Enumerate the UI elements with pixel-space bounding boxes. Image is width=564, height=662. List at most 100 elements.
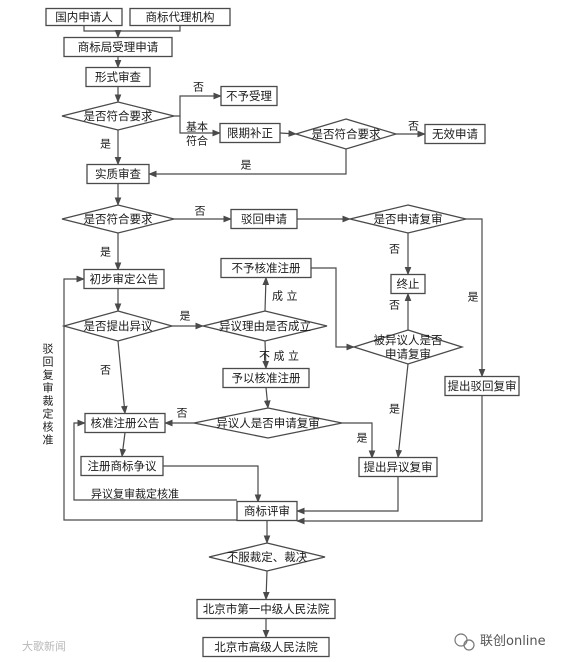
opponent-review-q-decision: 异议人是否申请复审 (193, 407, 343, 439)
edge-label-check3-yes: 是 (100, 246, 111, 259)
apply-review-q-label: 是否申请复审 (374, 212, 443, 226)
edge-label-opposed-q-yes: 是 (389, 403, 400, 416)
edge-opposed-q-yes (395, 363, 409, 459)
meets-req-2-label: 是否符合要求 (312, 127, 381, 141)
edge-board-opposition-approve (73, 419, 237, 501)
not-approve-reg-label: 不予核准注册 (232, 261, 301, 275)
edge-grounds-holds (262, 276, 270, 312)
meets-req-1-label: 是否符合要求 (84, 109, 153, 123)
svg-text:裁: 裁 (43, 395, 54, 408)
approve-reg-node: 予以核准注册 (222, 367, 310, 389)
opposition-q-label: 是否提出异议 (84, 319, 153, 333)
edge-check1-no (174, 92, 222, 117)
edge-prelim-to-opposition-q (114, 287, 125, 312)
opposition-q-decision: 是否提出异议 (61, 310, 175, 342)
edge-disagree-to-court1 (262, 570, 270, 601)
opposed-party-review-q-label-line-2: 申请复审 (385, 347, 431, 361)
edge-opposition-review-to-board (296, 476, 399, 515)
rejected-node: 驳回申请 (230, 208, 298, 230)
opposition-grounds-q-label: 异议理由是否成立 (219, 319, 311, 333)
edge-label-review-q-no: 否 (389, 243, 400, 256)
approve-reg-announce-node: 核准注册公告 (84, 412, 166, 434)
edge-correction-to-check2 (279, 130, 297, 137)
edge-dispute-to-review (163, 465, 262, 503)
edge-opponent-q-yes (342, 422, 376, 459)
review-board-label: 商标评审 (244, 504, 290, 518)
approve-reg-label: 予以核准注册 (232, 371, 301, 385)
edge-check1-basic (179, 116, 221, 137)
wechat-icon (454, 633, 475, 651)
review-board-node: 商标评审 (236, 500, 298, 522)
edge-review-q-yes (466, 218, 486, 378)
disagree-ruling-label: 不服裁定、裁决 (227, 550, 308, 564)
apply-review-q-decision: 是否申请复审 (349, 204, 467, 234)
domestic-applicant-label: 国内申请人 (55, 10, 113, 24)
meets-req-2-decision: 是否符合要求 (293, 118, 399, 150)
edge-not-approve-to-opposed-q (311, 267, 355, 351)
formal-exam-label: 形式审查 (95, 70, 141, 84)
substantive-exam-node: 实质审查 (86, 163, 150, 185)
edge-announce-to-dispute (119, 432, 127, 458)
edge-opposition-no (117, 340, 128, 415)
rejected-label: 驳回申请 (241, 212, 287, 226)
domestic-applicant-node: 国内申请人 (45, 7, 123, 27)
edge-agency-to-merge (118, 25, 181, 32)
edge-label-opponent-q-no: 否 (177, 407, 188, 420)
svg-text:回: 回 (43, 356, 54, 369)
submit-opposition-review-node: 提出异议复审 (358, 456, 438, 478)
svg-text:准: 准 (43, 434, 54, 447)
not-approve-reg-node: 不予核准注册 (220, 257, 312, 279)
edge-label-check1-yes: 是 (100, 138, 111, 151)
substantive-exam-label: 实质审查 (95, 167, 141, 181)
edge-grounds-not-holds (262, 340, 270, 370)
opponent-review-q-label: 异议人是否申请复审 (216, 416, 320, 430)
terminate-label: 终止 (397, 277, 420, 291)
flowchart-edges (63, 25, 486, 639)
not-accepted-node: 不予受理 (220, 85, 278, 107)
prelim-announce-node: 初步审定公告 (83, 268, 165, 290)
office-accept-node: 商标局受理申请 (63, 36, 173, 58)
svg-text:定: 定 (43, 407, 54, 421)
edge-label-check3-no: 否 (195, 205, 206, 218)
svg-text:复: 复 (43, 368, 54, 382)
edge-label-grounds-not-holds: 不 成 立 (259, 349, 299, 363)
edge-rejection-review-to-board (296, 395, 483, 525)
edge-label-basic-2: 符合 (186, 134, 208, 148)
edge-label-opposition-yes: 是 (180, 310, 191, 323)
meets-req-3-decision: 是否符合要求 (61, 204, 175, 234)
court-1-label: 北京市第一中级人民法院 (203, 602, 330, 616)
deadline-correction-label: 限期补正 (227, 126, 273, 140)
edge-label-opposed-q-no: 否 (389, 299, 400, 312)
edge-label-check2-no: 否 (408, 120, 419, 133)
opposed-party-review-q-label-line-1: 被异议人是否 (374, 333, 443, 347)
edge-label-check2-yes: 是 (241, 159, 252, 172)
watermark-left-text: 大歌新闻 (22, 639, 66, 653)
approve-reg-announce-label: 核准注册公告 (91, 416, 160, 430)
agency-label: 商标代理机构 (146, 10, 215, 24)
court-1-node: 北京市第一中级人民法院 (196, 598, 336, 620)
deadline-correction-node: 限期补正 (219, 122, 281, 144)
meets-req-1-decision: 是否符合要求 (61, 101, 175, 131)
meets-req-3-label: 是否符合要求 (84, 212, 153, 226)
terminate-node: 终止 (390, 273, 426, 295)
edge-label-review-q-yes: 是 (468, 291, 479, 304)
watermarks: 大歌新闻 联创online (22, 633, 546, 653)
edge-board-rejection-approve (63, 275, 237, 521)
invalid-application-label: 无效申请 (432, 127, 478, 141)
court-2-label: 北京市高级人民法院 (214, 640, 318, 654)
edge-label-grounds-holds: 成 立 (272, 289, 298, 303)
prelim-announce-label: 初步审定公告 (90, 272, 159, 286)
flowchart-edge-labels: 否基本符合否是是否是否是是否成 立不 成 立否是否是异议复审裁定核准驳回复审裁定… (43, 81, 479, 501)
edge-label-check1-no: 否 (193, 81, 204, 94)
opposition-grounds-q-decision: 异议理由是否成立 (202, 310, 328, 342)
watermark-right-text: 联创online (480, 634, 546, 649)
submit-opposition-review-label: 提出异议复审 (364, 460, 433, 474)
flowchart-nodes: 国内申请人商标代理机构商标局受理申请形式审查是否符合要求不予受理限期补正是否符合… (45, 7, 520, 658)
formal-exam-node: 形式审查 (85, 66, 151, 88)
edge-approve-to-opponent-q (263, 387, 271, 409)
svg-text:核: 核 (43, 420, 54, 434)
submit-rejection-review-node: 提出驳回复审 (444, 375, 520, 397)
invalid-application-node: 无效申请 (424, 123, 486, 145)
